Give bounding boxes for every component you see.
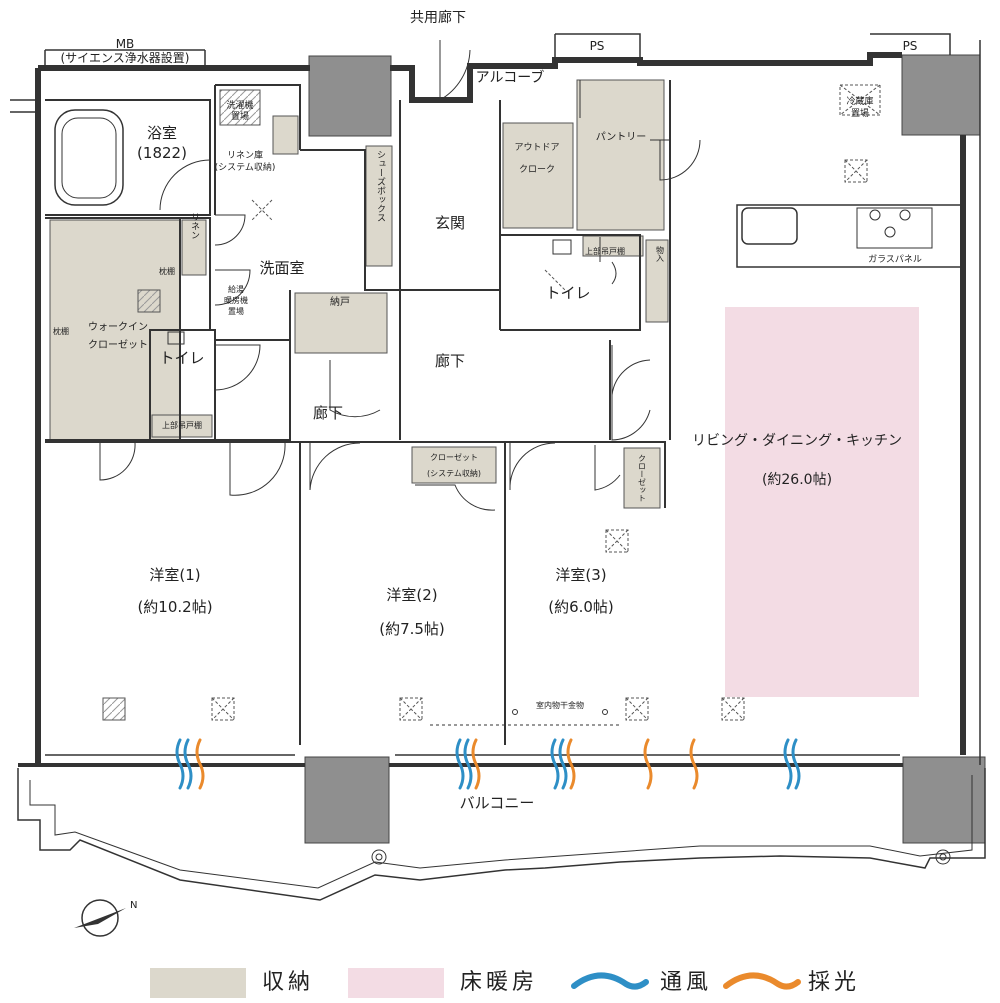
storage-system	[645, 239, 669, 323]
window-waves	[175, 738, 801, 790]
nando	[294, 292, 388, 354]
label-room3: 洋室(3)	[555, 566, 606, 584]
label-drying: 室内物干金物	[536, 700, 584, 710]
label-closet-mid-1: クローゼット	[430, 452, 478, 462]
label-corridor: 共用廊下	[410, 9, 466, 26]
linen-storage-2	[181, 219, 207, 276]
label-fridge-2: 置場	[851, 107, 869, 119]
linen-storage-1	[272, 115, 299, 155]
label-ps-left: PS	[590, 39, 605, 53]
walls	[10, 33, 986, 901]
legend-storage: 収納	[262, 970, 315, 995]
label-ps-right: PS	[903, 39, 918, 53]
label-upper-shelf-2: 上部吊戸棚	[162, 420, 202, 430]
label-room1: 洋室(1)	[149, 566, 200, 584]
legend: 収納 床暖房 通風 採光	[0, 962, 1000, 1002]
closet-mid	[411, 446, 497, 484]
closet-right	[623, 447, 661, 509]
label-shoebox-1: シューズボックス	[375, 150, 386, 222]
label-bath: 浴室	[147, 124, 177, 142]
wave-room1	[175, 738, 205, 790]
label-mb: MB	[116, 37, 135, 51]
label-bath-size: (1822)	[137, 144, 187, 162]
label-room2: 洋室(2)	[386, 586, 437, 604]
label-pillow-shelf-1: 枕棚	[159, 266, 175, 276]
legend-swatch-floor-heating	[348, 968, 444, 998]
label-linen-1: リネン庫	[227, 149, 263, 161]
label-wic-2: クローゼット	[88, 339, 148, 351]
label-boiler-2: 暖房機	[224, 295, 248, 305]
floor-heating-area	[725, 307, 919, 697]
label-boiler-3: 置場	[228, 306, 244, 316]
label-room1-size: (約10.2帖)	[137, 598, 212, 616]
label-washer-2: 置場	[231, 110, 249, 122]
label-balcony: バルコニー	[460, 794, 535, 812]
label-outdoor-1: アウトドア	[514, 142, 559, 153]
outdoor-cloak	[502, 122, 574, 229]
compass-icon: N	[74, 899, 137, 937]
wave-room3	[550, 738, 576, 790]
shoebox	[365, 145, 393, 267]
label-closet-mid-2: (システム収納)	[427, 468, 481, 478]
label-nando: 納戸	[330, 295, 350, 308]
legend-daylight: 採光	[808, 970, 861, 995]
legend-ventilation-icon	[571, 972, 649, 990]
label-hallway-1: 廊下	[435, 352, 465, 370]
legend-daylight-icon	[723, 972, 801, 990]
compass-n: N	[130, 900, 137, 911]
label-genkan: 玄関	[435, 214, 465, 232]
stove-icon	[869, 209, 911, 238]
label-outdoor-2: クローク	[519, 164, 555, 175]
storage-areas	[49, 79, 669, 509]
door-swings	[99, 40, 701, 511]
wave-ldk-2	[689, 738, 699, 790]
room-labels: 共用廊下 MB (サイエンス浄水器設置) PS PS アルコーブ 浴室 (182…	[53, 9, 922, 812]
toilet-shelf-lower	[151, 414, 213, 438]
hatched-panels	[102, 89, 261, 721]
label-closet-right-1: クローゼット	[638, 454, 647, 502]
wave-ldk-1	[643, 738, 653, 790]
label-toilet-lower: トイレ	[159, 349, 204, 367]
ceiling-marks	[211, 84, 881, 721]
label-storage-sys-1: 物入	[656, 245, 665, 262]
interior-walls	[45, 80, 962, 745]
label-washroom: 洗面室	[259, 259, 304, 277]
legend-ventilation: 通風	[660, 970, 713, 995]
label-ldk: リビング・ダイニング・キッチン	[692, 433, 902, 449]
wave-room2	[455, 738, 481, 790]
label-glass-panel: ガラスパネル	[868, 254, 922, 265]
label-boiler-1: 給湯	[228, 284, 244, 294]
label-linen2-1: リネン	[189, 213, 200, 240]
label-linen-2: (システム収納)	[215, 161, 276, 173]
label-wic-1: ウォークイン	[88, 321, 148, 333]
wave-ldk-3	[783, 738, 801, 790]
label-toilet-upper: トイレ	[545, 284, 590, 302]
label-ldk-size: (約26.0帖)	[762, 472, 832, 488]
label-room2-size: (約7.5帖)	[379, 620, 445, 638]
legend-swatch-storage	[150, 968, 246, 998]
drying-hardware-dots	[430, 709, 620, 726]
label-mb-note: (サイエンス浄水器設置)	[60, 50, 189, 65]
label-hallway-2: 廊下	[313, 404, 343, 422]
label-washer-1: 洗濯機	[226, 99, 253, 111]
balcony-drains	[371, 849, 951, 865]
label-pantry: パントリー	[596, 131, 647, 143]
pantry	[576, 79, 665, 231]
label-fridge-1: 冷蔵庫	[846, 95, 873, 107]
label-room3-size: (約6.0帖)	[548, 598, 614, 616]
pillars	[304, 54, 986, 844]
label-alcove: アルコーブ	[476, 69, 545, 86]
label-upper-shelf-1: 上部吊戸棚	[585, 246, 625, 256]
label-pillow-shelf-2: 枕棚	[53, 326, 69, 336]
legend-floor-heating: 床暖房	[460, 970, 539, 995]
